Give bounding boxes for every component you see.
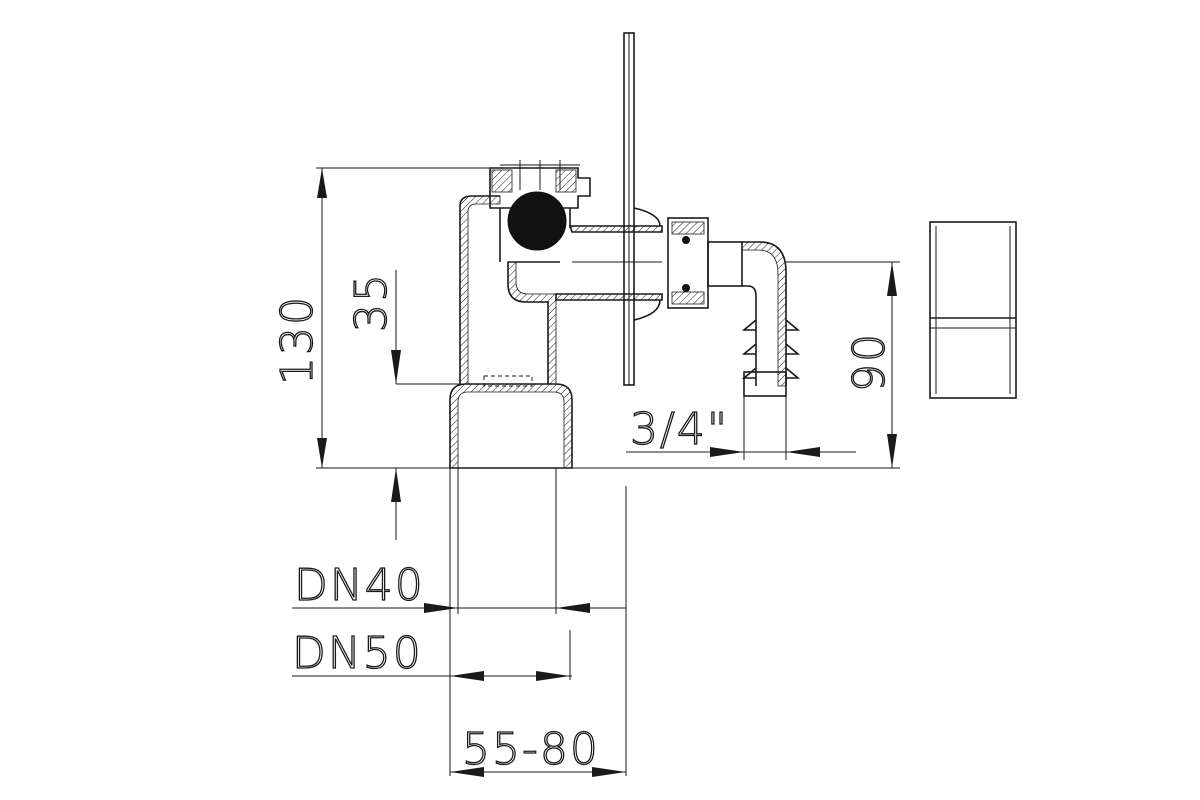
- wall-plate: [623, 32, 635, 386]
- ball-valve: [507, 191, 567, 251]
- hose-connector: [667, 217, 801, 397]
- dim-label-dn40: DN40: [294, 560, 425, 611]
- dimension-lines: [292, 167, 900, 777]
- dim-label-90: 90: [844, 332, 895, 392]
- dim-label-35: 35: [346, 272, 397, 332]
- dim-label-dn50: DN50: [292, 628, 423, 679]
- dim-label-hose-thread: 3/4": [630, 404, 729, 455]
- dim-label-130: 130: [272, 295, 323, 385]
- adapter-sleeve: [929, 221, 1017, 399]
- dim-label-wall-range: 55-80: [462, 724, 600, 775]
- trap-body: [449, 160, 663, 469]
